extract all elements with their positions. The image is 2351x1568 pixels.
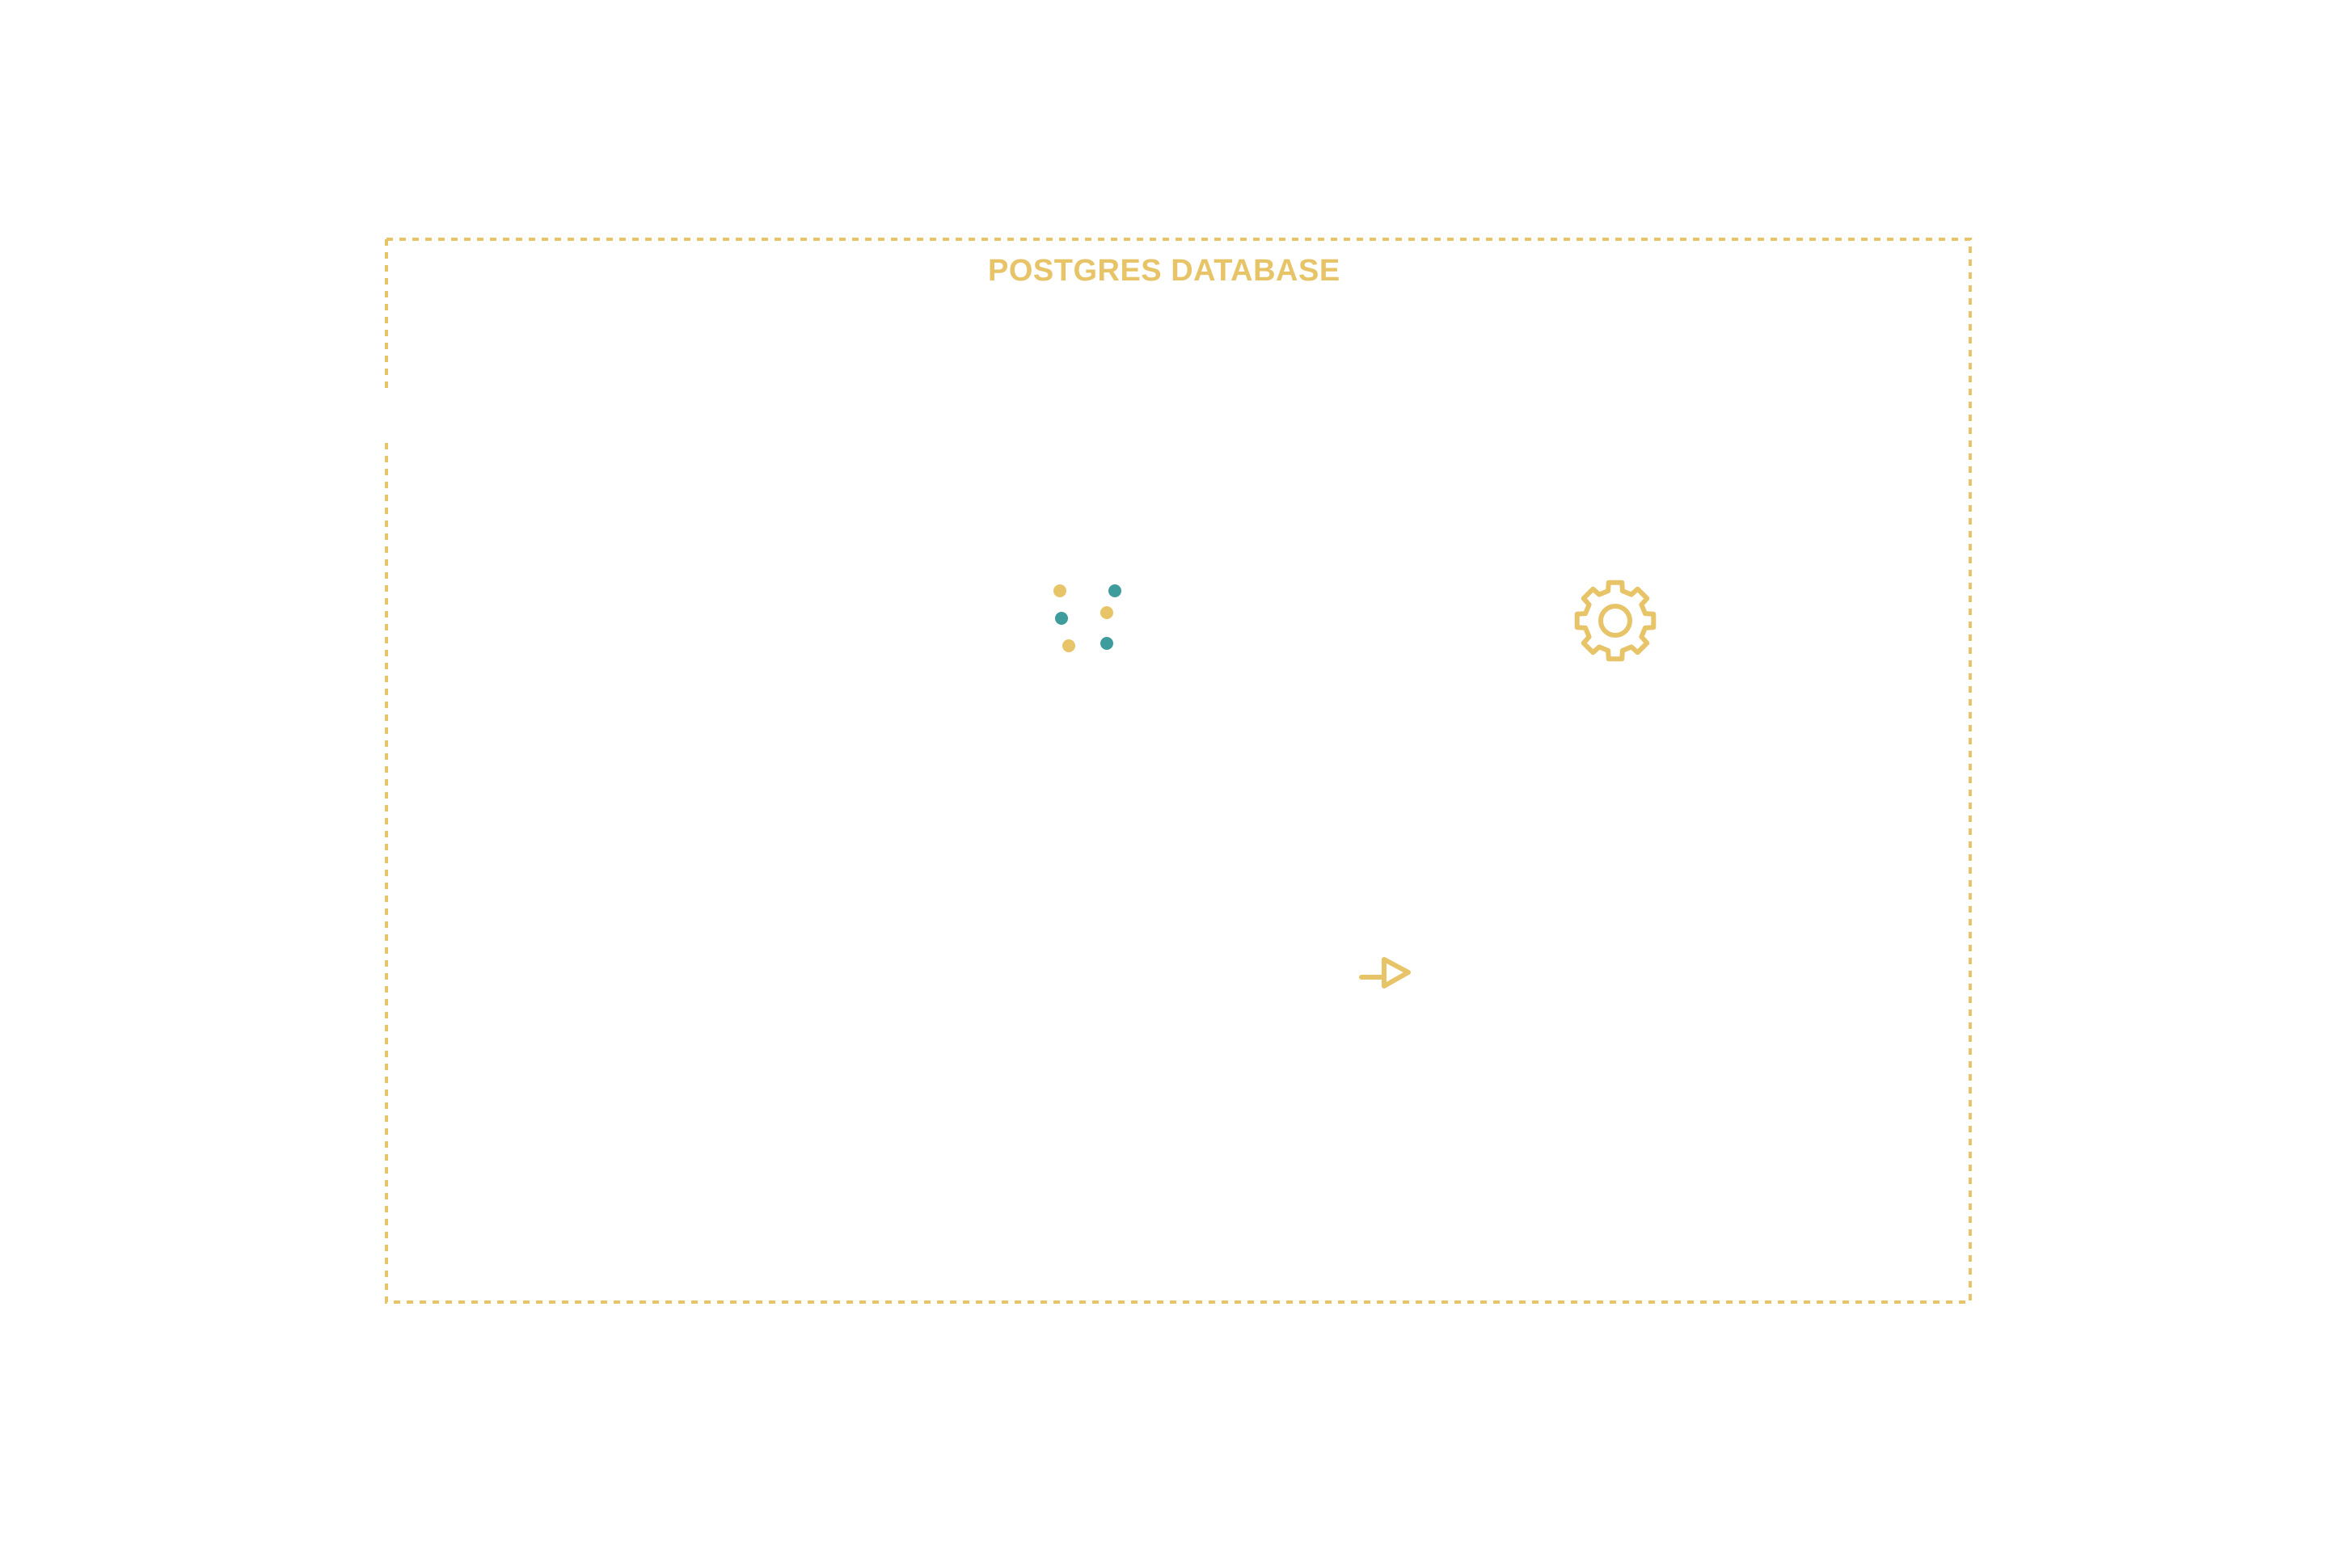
dot-yellow bbox=[1062, 639, 1075, 652]
gear-hub bbox=[1598, 604, 1632, 638]
group-border-top-right-bottom bbox=[385, 238, 1972, 1304]
dot-yellow bbox=[1100, 606, 1113, 619]
postgres-database-group bbox=[385, 238, 1972, 1304]
arrow-right-icon bbox=[1359, 957, 1411, 988]
dot-teal bbox=[1100, 637, 1113, 650]
arrow-shape bbox=[1359, 957, 1411, 988]
dot-yellow bbox=[1053, 584, 1066, 597]
gear-outline bbox=[1574, 580, 1657, 662]
scatter-dots-icon bbox=[1053, 584, 1121, 652]
group-title: POSTGRES DATABASE bbox=[988, 254, 1340, 288]
gear-icon bbox=[1574, 580, 1657, 662]
dot-teal bbox=[1108, 584, 1121, 597]
dot-teal bbox=[1055, 612, 1068, 625]
